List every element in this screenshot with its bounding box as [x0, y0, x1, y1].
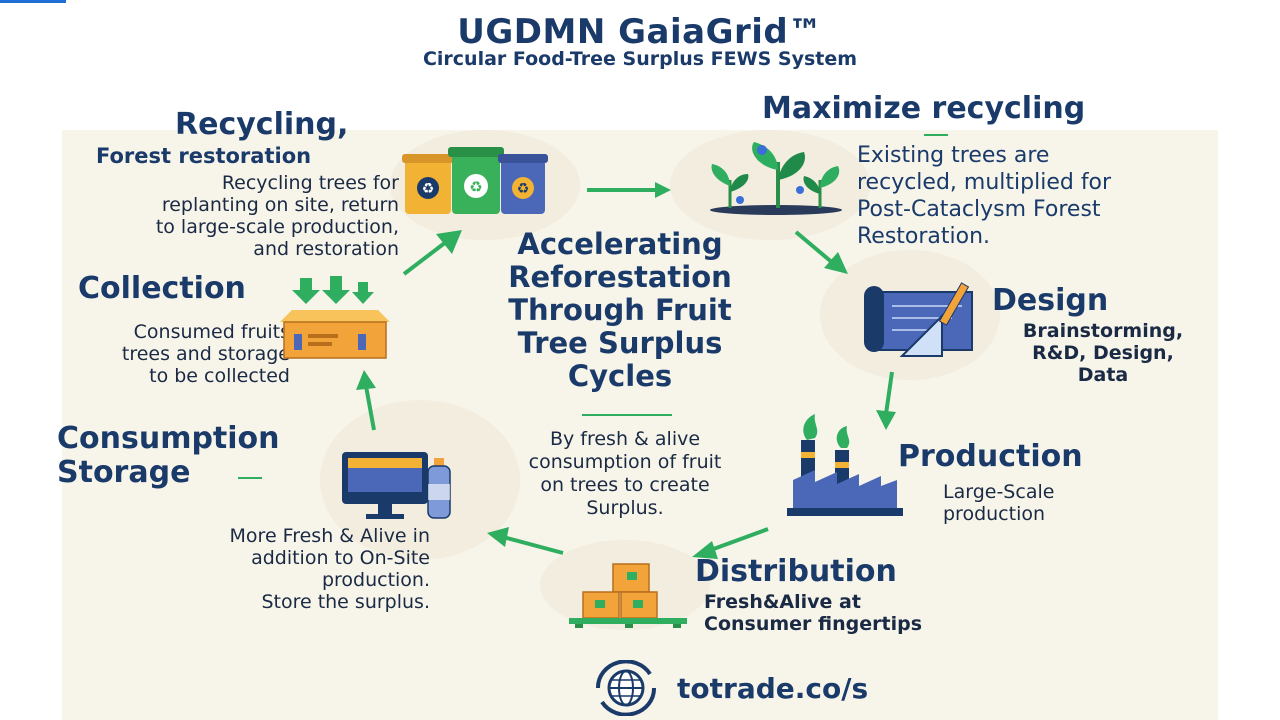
- consumption-title-line: Storage: [57, 455, 191, 490]
- center-desc-line: Surplus.: [586, 497, 664, 519]
- arrow-collection-to-recycling: [402, 230, 462, 276]
- page-subtitle: Circular Food-Tree Surplus FEWS System: [422, 48, 858, 70]
- center-title-line: Through Fruit: [508, 293, 732, 327]
- footer-url-link[interactable]: totrade.co/s: [677, 672, 869, 705]
- center-title-line: Tree Surplus: [517, 326, 723, 360]
- recycling-line: Recycling trees for: [221, 172, 399, 194]
- design-line: R&D, Design,: [1032, 342, 1174, 364]
- recycling-description: Recycling trees for replanting on site, …: [156, 172, 399, 260]
- collection-box-icon: [280, 276, 390, 359]
- corner-accent: [0, 0, 66, 3]
- distribution-title: Distribution: [695, 554, 897, 589]
- consumption-line: Store the surplus.: [261, 591, 430, 613]
- collection-line: Consumed fruits: [133, 321, 290, 343]
- maximize-description: Existing trees are recycled, multiplied …: [857, 142, 1111, 250]
- maximize-line: recycled, multiplied for: [857, 170, 1112, 195]
- svg-text:♻: ♻: [422, 181, 435, 197]
- arrow-recycling-to-maximize: [587, 182, 671, 198]
- maximize-title: Maximize recycling: [762, 91, 1086, 126]
- factory-icon: [787, 414, 903, 516]
- arrow-design-to-production: [876, 371, 896, 430]
- recycling-subtitle: Forest restoration: [96, 144, 312, 168]
- center-desc-line: By fresh & alive: [549, 428, 701, 450]
- decor-blob: [670, 130, 870, 240]
- production-description: Large-Scale production: [943, 481, 1054, 525]
- center-title-line: Reforestation: [508, 260, 732, 294]
- center-description: By fresh & alive consumption of fruit on…: [470, 428, 780, 520]
- maximize-divider: [924, 134, 948, 136]
- production-line: Large-Scale: [943, 481, 1055, 503]
- design-line: Brainstorming,: [1022, 320, 1184, 342]
- arrow-maximize-to-design: [794, 230, 848, 274]
- collection-description: Consumed fruits trees and storage to be …: [122, 321, 290, 387]
- maximize-line: Post-Cataclysm Forest: [857, 197, 1101, 222]
- consumption-divider: [238, 477, 262, 479]
- design-title: Design: [992, 283, 1109, 318]
- recycling-line: replanting on site, return: [161, 194, 399, 216]
- maximize-line: Existing trees are: [857, 143, 1050, 168]
- design-line: Data: [1077, 364, 1129, 386]
- collection-title: Collection: [78, 271, 246, 306]
- page-title: UGDMN GaiaGrid™: [457, 12, 823, 52]
- seedlings-icon: [710, 142, 842, 215]
- distribution-line: Fresh&Alive at: [704, 591, 861, 613]
- distribution-line: Consumer fingertips: [704, 613, 922, 635]
- consumption-title: Consumption Storage: [57, 422, 280, 490]
- globe-logo-icon: [595, 660, 657, 716]
- crates-pallet-icon: [569, 563, 687, 628]
- collection-line: to be collected: [149, 365, 290, 387]
- center-desc-line: on trees to create: [540, 474, 710, 496]
- consumption-title-line: Consumption: [57, 421, 280, 456]
- center-desc-line: consumption of fruit: [528, 451, 722, 473]
- recycling-title: Recycling,: [175, 107, 349, 142]
- consumption-line: addition to On-Site: [251, 547, 430, 569]
- computer-bottle-icon: [342, 452, 451, 519]
- design-description: Brainstorming, R&D, Design, Data: [1003, 320, 1203, 386]
- recycling-line: to large-scale production,: [155, 216, 399, 238]
- maximize-line: Restoration.: [857, 224, 991, 249]
- arrow-consumption-to-collection: [356, 370, 376, 431]
- blueprint-icon: [864, 282, 973, 357]
- svg-text:♻: ♻: [469, 178, 482, 196]
- center-title: Accelerating Reforestation Through Fruit…: [455, 228, 785, 393]
- production-line: production: [943, 503, 1046, 525]
- center-title-line: Accelerating: [517, 227, 723, 261]
- arrow-production-to-distribution: [692, 527, 769, 559]
- svg-text:♻: ♻: [517, 181, 530, 197]
- recycling-line: and restoration: [253, 238, 399, 260]
- recycling-bins-icon: ♻ ♻ ♻: [402, 147, 548, 214]
- consumption-line: production.: [321, 569, 430, 591]
- collection-line: trees and storage: [121, 343, 290, 365]
- production-title: Production: [898, 439, 1083, 474]
- arrow-distribution-to-consumption: [487, 527, 564, 555]
- consumption-description: More Fresh & Alive in addition to On-Sit…: [230, 525, 430, 613]
- center-title-line: Cycles: [567, 359, 673, 393]
- consumption-line: More Fresh & Alive in: [229, 525, 430, 547]
- center-divider: [582, 414, 672, 416]
- distribution-description: Fresh&Alive at Consumer fingertips: [704, 591, 922, 635]
